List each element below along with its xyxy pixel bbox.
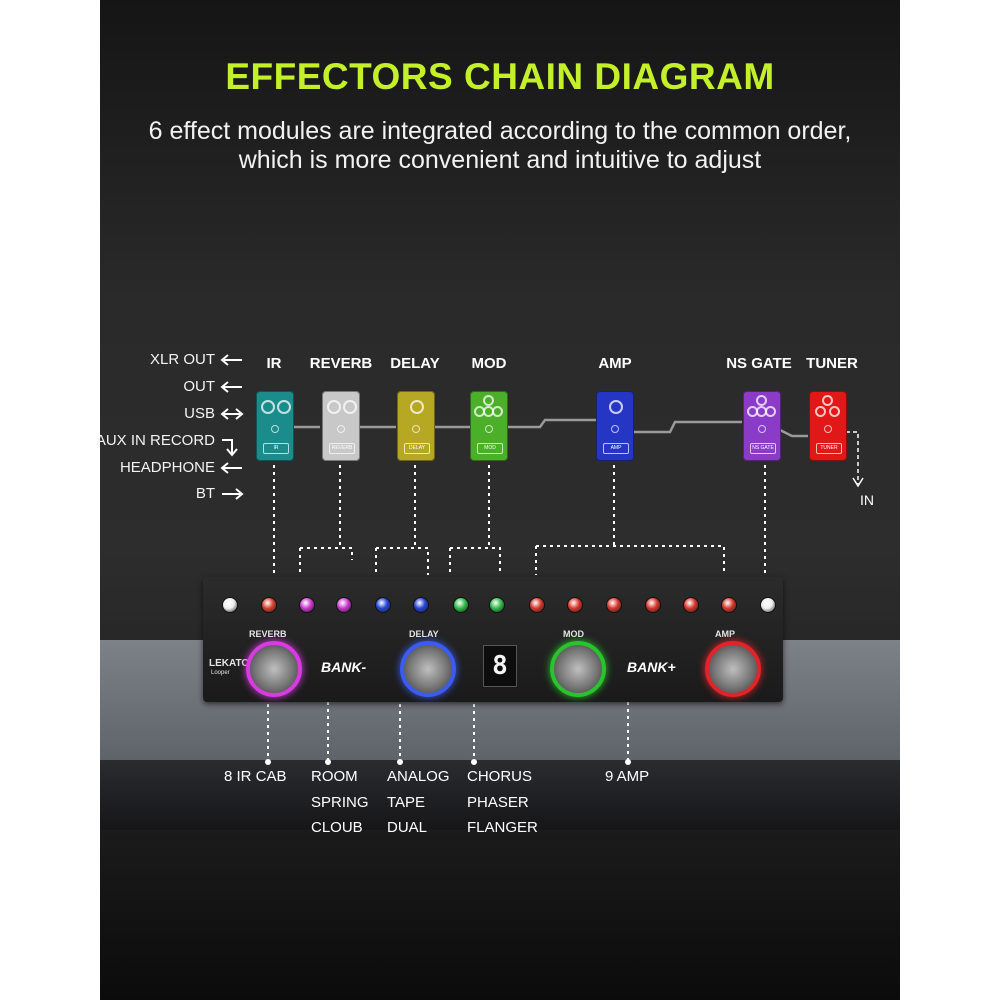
switch-icon bbox=[337, 425, 345, 433]
module-mod-option-3: FLANGER bbox=[467, 819, 538, 836]
effect-label-reverb: REVERB bbox=[309, 355, 373, 372]
mod-rate-knob[interactable] bbox=[489, 597, 505, 613]
noise-gate-knob[interactable] bbox=[760, 597, 776, 613]
pedal-tag: NS GATE bbox=[750, 443, 776, 454]
bank-minus-label: BANK- bbox=[321, 659, 367, 675]
amp-type-knob[interactable] bbox=[721, 597, 737, 613]
output-label-out: OUT bbox=[183, 378, 215, 395]
switch-icon bbox=[758, 425, 766, 433]
input-label: IN bbox=[860, 492, 874, 508]
fs-label-reverb: REVERB bbox=[249, 629, 287, 639]
master-knob[interactable] bbox=[222, 597, 238, 613]
switch-icon bbox=[412, 425, 420, 433]
switch-icon bbox=[485, 425, 493, 433]
module-mod-option-2: PHASER bbox=[467, 794, 529, 811]
pedal-amp: AMP bbox=[596, 391, 634, 461]
amp-volume-knob[interactable] bbox=[529, 597, 545, 613]
amp-footswitch[interactable] bbox=[705, 641, 761, 697]
delay-mix-knob[interactable] bbox=[413, 597, 429, 613]
pedal-tuner: TUNER bbox=[809, 391, 847, 461]
reverb-time-knob[interactable] bbox=[336, 597, 352, 613]
effect-label-ns-gate: NS GATE bbox=[726, 355, 792, 372]
module-ir-option-1: 8 IR CAB bbox=[224, 768, 287, 785]
mod-footswitch[interactable] bbox=[550, 641, 606, 697]
effect-label-tuner: TUNER bbox=[806, 355, 858, 372]
output-label-bt: BT bbox=[195, 485, 215, 502]
fs-label-mod: MOD bbox=[563, 629, 584, 639]
pedal-reverb: REVERB bbox=[322, 391, 360, 461]
amp-middle-knob[interactable] bbox=[606, 597, 622, 613]
effect-label-amp: AMP bbox=[598, 355, 632, 372]
knob-icon bbox=[829, 406, 840, 417]
knob-icon bbox=[492, 406, 503, 417]
delay-time-knob[interactable] bbox=[375, 597, 391, 613]
amp-bass-knob[interactable] bbox=[567, 597, 583, 613]
switch-icon bbox=[271, 425, 279, 433]
knob-icon bbox=[815, 406, 826, 417]
floor-shadow bbox=[100, 760, 900, 830]
effect-label-mod: MOD bbox=[471, 355, 507, 372]
bank-plus-label: BANK+ bbox=[627, 659, 676, 675]
module-amp-option-1: 9 AMP bbox=[605, 768, 650, 785]
knob-icon bbox=[609, 400, 623, 414]
module-reverb-option-3: CLOUB bbox=[311, 819, 363, 836]
ir-knob[interactable] bbox=[261, 597, 277, 613]
subtitle-line-1: 6 effect modules are integrated accordin… bbox=[148, 117, 852, 145]
amp-gain-knob[interactable] bbox=[683, 597, 699, 613]
subtitle-line-2: which is more convenient and intuitive t… bbox=[238, 146, 762, 174]
output-label-usb: USB bbox=[184, 405, 215, 422]
module-delay-option-3: DUAL bbox=[387, 819, 428, 836]
brand-logo: LEKATO bbox=[209, 658, 250, 669]
pedal-tag: AMP bbox=[603, 443, 629, 454]
module-reverb-option-1: ROOM bbox=[311, 768, 358, 785]
knob-icon bbox=[277, 400, 291, 414]
pedal-tag: IR bbox=[263, 443, 289, 454]
knob-icon bbox=[822, 395, 833, 406]
knob-icon bbox=[343, 400, 357, 414]
pedal-tag: DELAY bbox=[404, 443, 430, 454]
pedal-tag: MOD bbox=[477, 443, 503, 454]
reverb-footswitch[interactable] bbox=[246, 641, 302, 697]
amp-treble-knob[interactable] bbox=[645, 597, 661, 613]
module-reverb-option-2: SPRING bbox=[311, 794, 369, 811]
pedal-tag: TUNER bbox=[816, 443, 842, 454]
delay-footswitch[interactable] bbox=[400, 641, 456, 697]
module-delay-option-2: TAPE bbox=[387, 794, 426, 811]
reverb-mix-knob[interactable] bbox=[299, 597, 315, 613]
pedal-ns-gate: NS GATE bbox=[743, 391, 781, 461]
output-label-aux: AUX IN RECORD bbox=[95, 432, 215, 449]
page-title: EFFECTORS CHAIN DIAGRAM bbox=[225, 56, 775, 97]
knob-icon bbox=[765, 406, 776, 417]
knob-icon bbox=[483, 395, 494, 406]
effect-label-ir: IR bbox=[266, 355, 282, 372]
pedal-delay: DELAY bbox=[397, 391, 435, 461]
module-delay-option-1: ANALOG bbox=[387, 768, 450, 785]
switch-icon bbox=[824, 425, 832, 433]
switch-icon bbox=[611, 425, 619, 433]
effect-label-delay: DELAY bbox=[390, 355, 440, 372]
module-mod-option-1: CHORUS bbox=[467, 768, 533, 785]
pedal-mod: MOD bbox=[470, 391, 508, 461]
knob-icon bbox=[410, 400, 424, 414]
mod-depth-knob[interactable] bbox=[453, 597, 469, 613]
output-label-headphone: HEADPHONE bbox=[119, 459, 215, 476]
preset-display: 8 bbox=[483, 645, 517, 687]
brand-subtitle: Looper bbox=[211, 670, 230, 676]
knob-icon bbox=[261, 400, 275, 414]
pedal-ir: IR bbox=[256, 391, 294, 461]
knob-icon bbox=[327, 400, 341, 414]
pedal-tag: REVERB bbox=[329, 443, 355, 454]
fs-label-delay: DELAY bbox=[409, 629, 439, 639]
fs-label-amp: AMP bbox=[715, 629, 735, 639]
knob-icon bbox=[756, 395, 767, 406]
output-label-xlr: XLR OUT bbox=[149, 351, 215, 368]
